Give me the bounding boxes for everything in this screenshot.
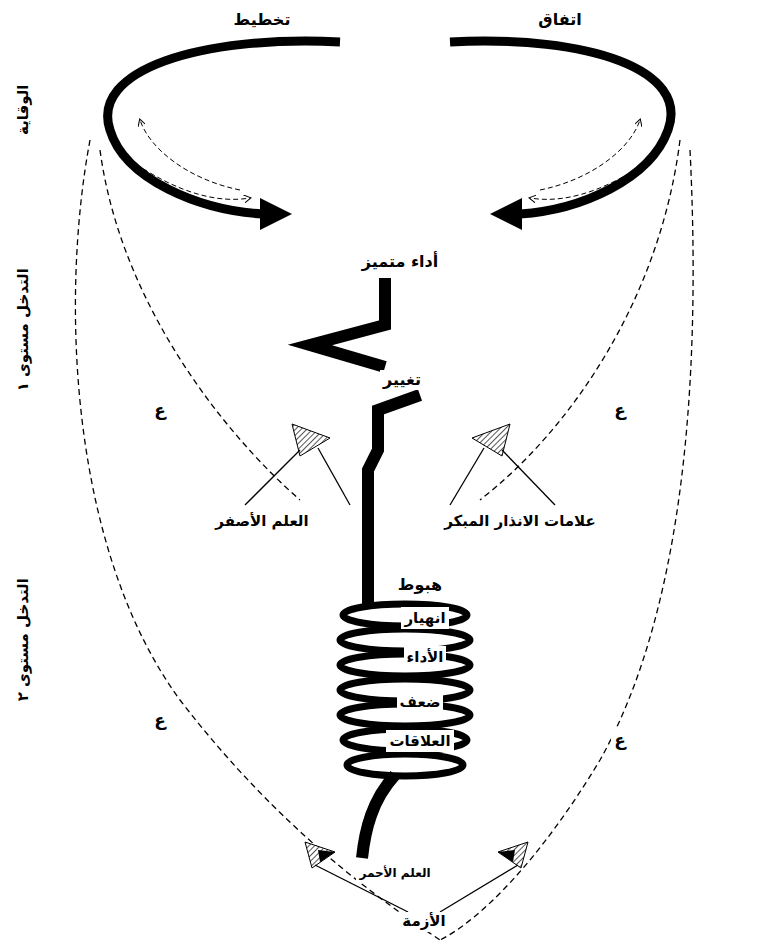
symbol-label: ع xyxy=(611,399,629,421)
side-label: التدخل مستوى ٢ xyxy=(14,575,34,704)
side-label: التدخل مستوى ١ xyxy=(14,265,34,394)
flag-label: علامات الانذار المبكر xyxy=(441,512,598,532)
flag-label: العلم الأحمر xyxy=(356,866,433,882)
stage-label: ضعف العلاقات xyxy=(382,683,458,761)
stage-label: تغيير xyxy=(380,370,424,391)
stage-label: انهيار الأداء xyxy=(392,599,458,677)
heading-label: تخطيط xyxy=(231,10,294,31)
stage-label: أداء متميز xyxy=(359,252,442,273)
stage-label: هبوط xyxy=(395,575,445,596)
heading-label: اتفاق xyxy=(535,10,584,31)
symbol-label: ع xyxy=(151,709,169,731)
side-label: الوقاية xyxy=(14,82,34,138)
flag-label: العلم الأصفر xyxy=(212,512,311,532)
text-run: ضعف العلاقات xyxy=(386,691,453,752)
symbol-label: ع xyxy=(151,399,169,421)
stage-label: الأزمة xyxy=(399,912,448,932)
symbol-label: ع xyxy=(611,729,629,751)
text-run: انهيار الأداء xyxy=(401,607,448,668)
